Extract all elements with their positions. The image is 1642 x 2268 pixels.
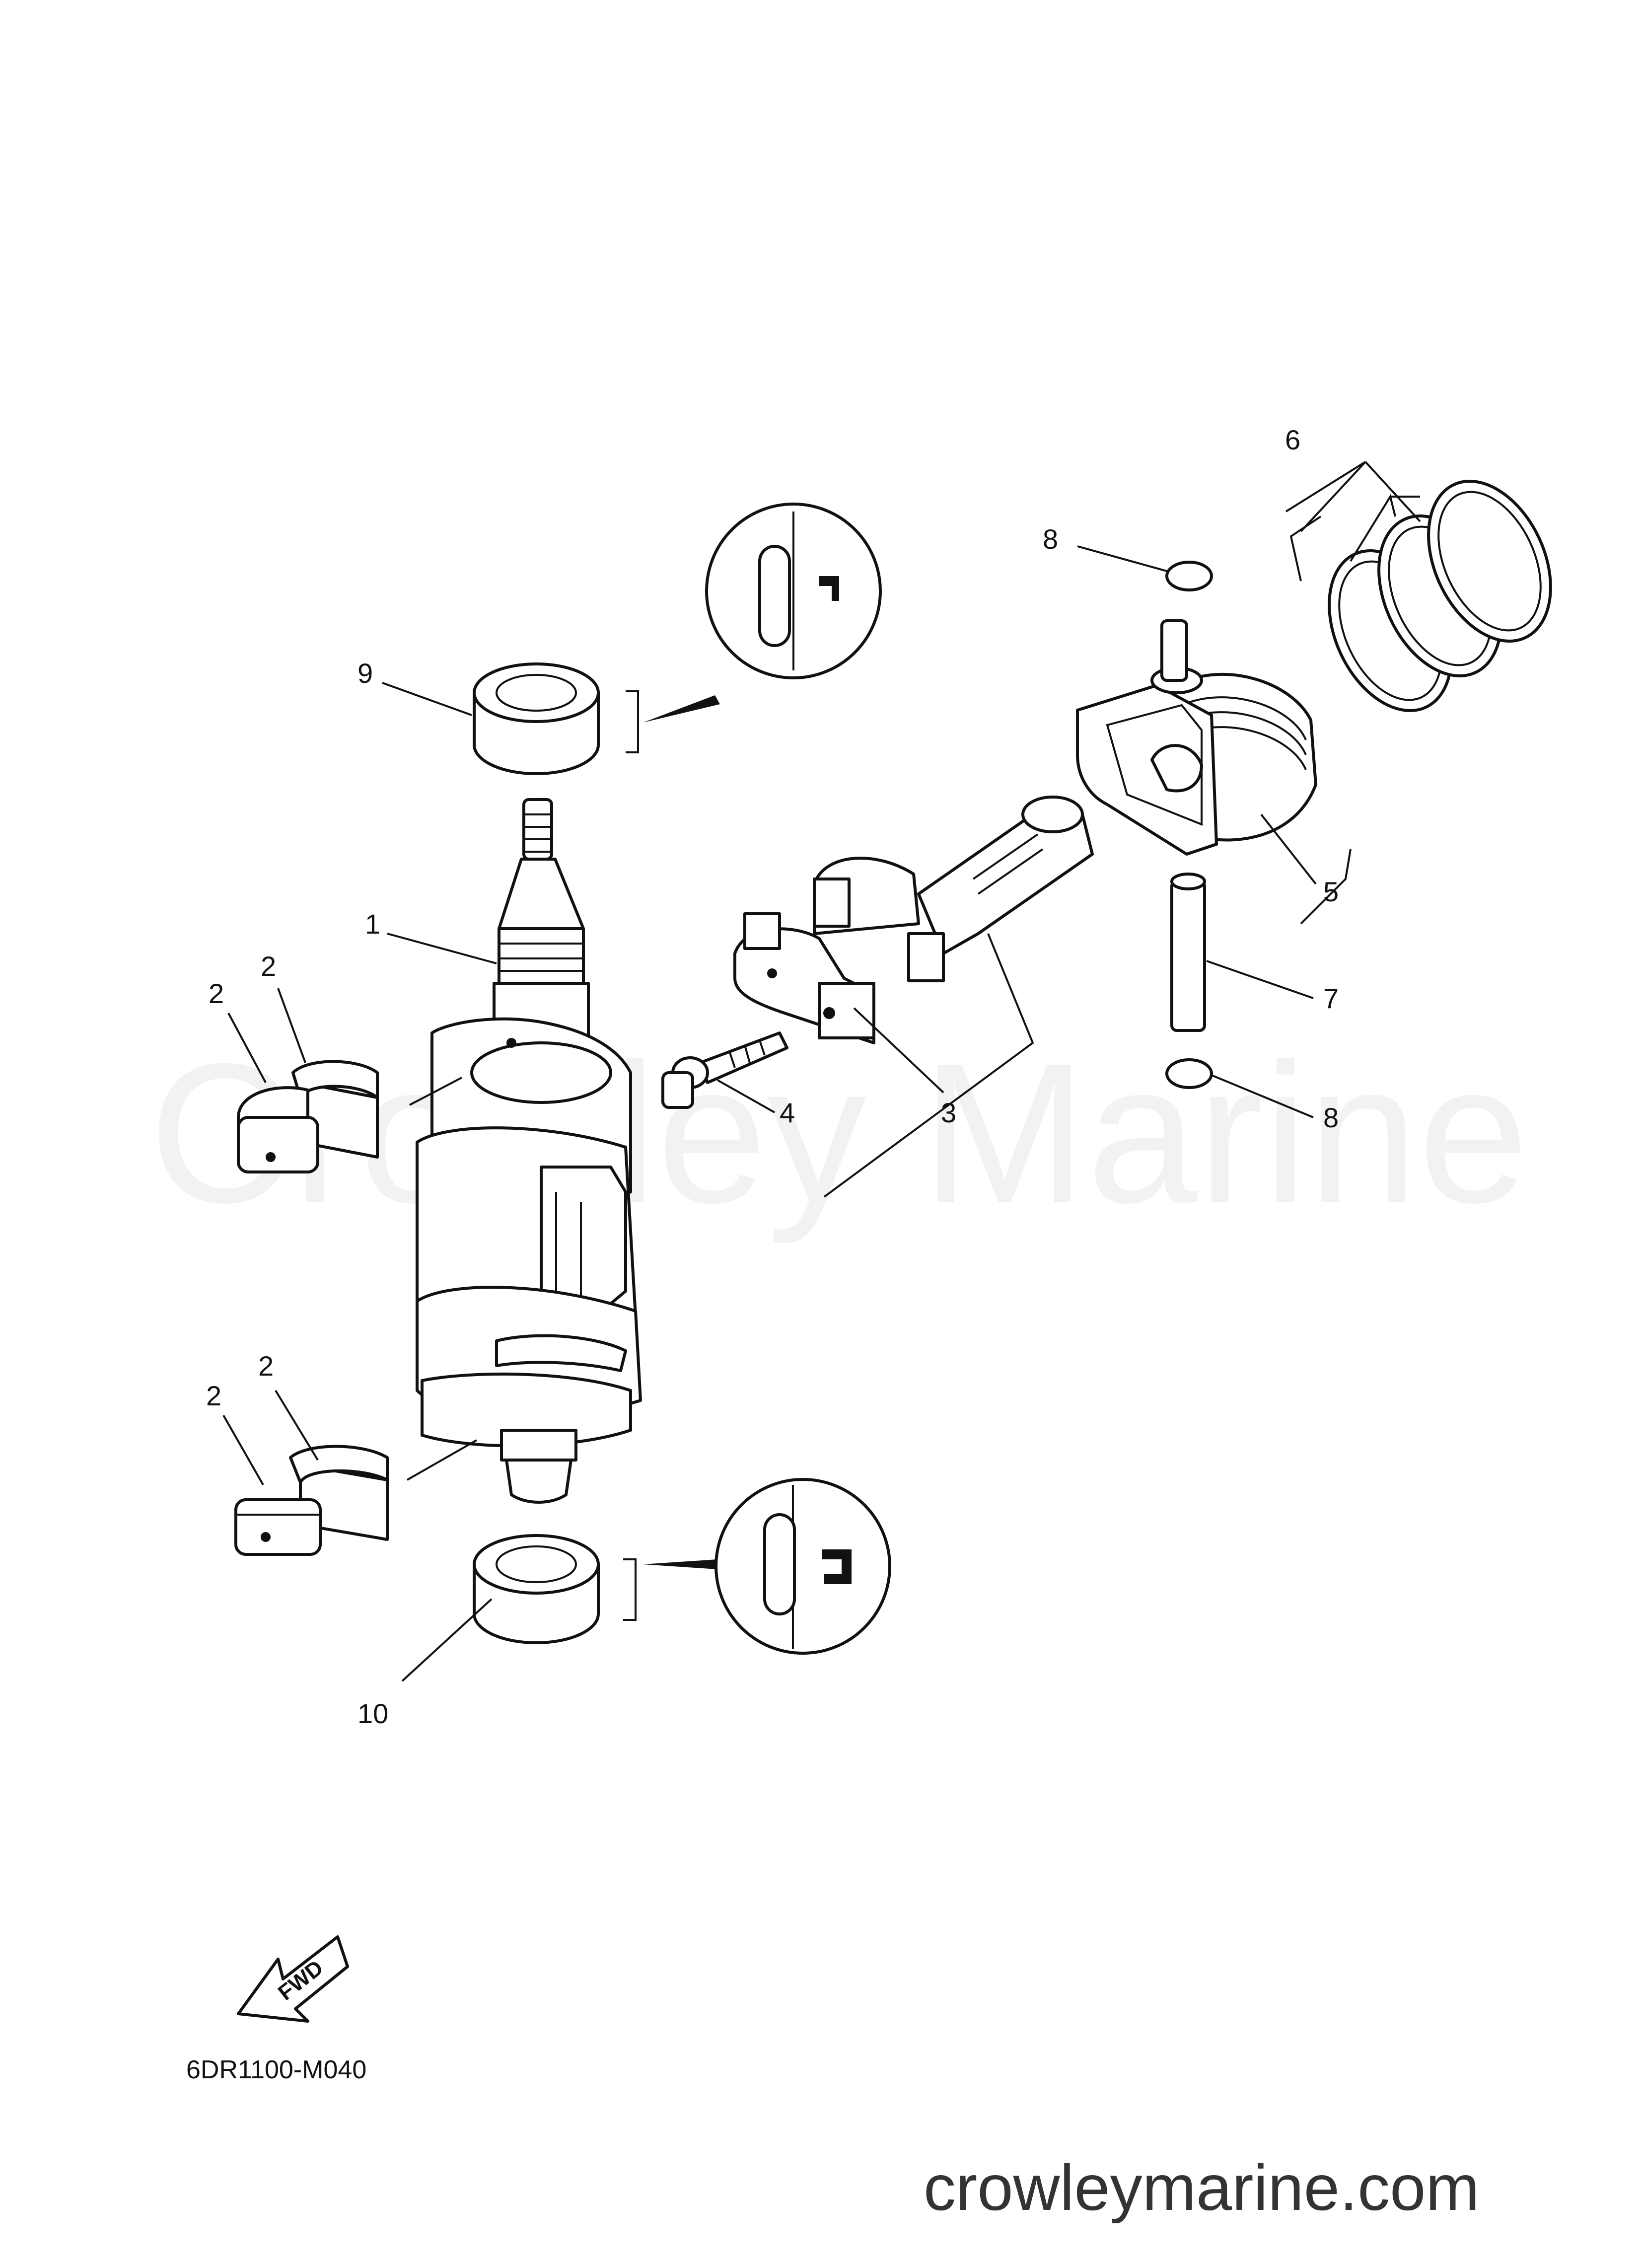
leader-lines <box>222 461 1421 1682</box>
diagram-code: 6DR1100-M040 <box>186 2055 366 2084</box>
oil-seal-bottom[interactable] <box>473 1534 600 1644</box>
oil-seal-top[interactable] <box>473 662 600 775</box>
label-oil-seal-bottom: 10 <box>357 1698 388 1729</box>
label-crankshaft: 1 <box>365 908 380 940</box>
label-clip-top: 8 <box>1043 523 1058 555</box>
forward-arrow-icon: FWD <box>237 1935 349 2023</box>
oil-seal-top-detail <box>705 503 882 679</box>
label-bearing-upper-a: 2 <box>261 951 276 982</box>
piston-rings[interactable] <box>1305 461 1574 730</box>
label-bearing-upper-b: 2 <box>209 978 224 1009</box>
label-bearing-lower-b: 2 <box>206 1380 221 1411</box>
label-piston: 5 <box>1323 876 1339 907</box>
label-connecting-rod: 3 <box>941 1097 956 1128</box>
connecting-rod[interactable] <box>733 796 1094 1044</box>
main-bearing-upper[interactable] <box>237 1060 379 1173</box>
oil-seal-bottom-detail <box>714 1478 891 1655</box>
detail-pointer-bottom <box>643 1559 717 1569</box>
piston-pin-clip-top[interactable] <box>1165 561 1213 591</box>
detail-pointer-top <box>643 695 720 723</box>
watermark: Crowley Marine <box>149 1022 1529 1245</box>
label-bearing-lower-a: 2 <box>258 1350 274 1382</box>
piston-pin[interactable] <box>1170 873 1206 1032</box>
label-oil-seal-top: 9 <box>357 658 373 689</box>
label-piston-rings: 6 <box>1285 424 1300 455</box>
label-clip-bottom: 8 <box>1323 1102 1339 1133</box>
piston-pin-clip-bottom[interactable] <box>1165 1058 1213 1089</box>
piston[interactable] <box>1076 619 1317 856</box>
main-bearing-lower[interactable] <box>234 1445 389 1556</box>
rod-bolt[interactable] <box>661 1031 788 1109</box>
site-url: crowleymarine.com <box>924 2151 1480 2224</box>
crankshaft[interactable] <box>416 798 642 1504</box>
label-bolt: 4 <box>780 1097 795 1128</box>
label-piston-pin: 7 <box>1323 983 1339 1014</box>
